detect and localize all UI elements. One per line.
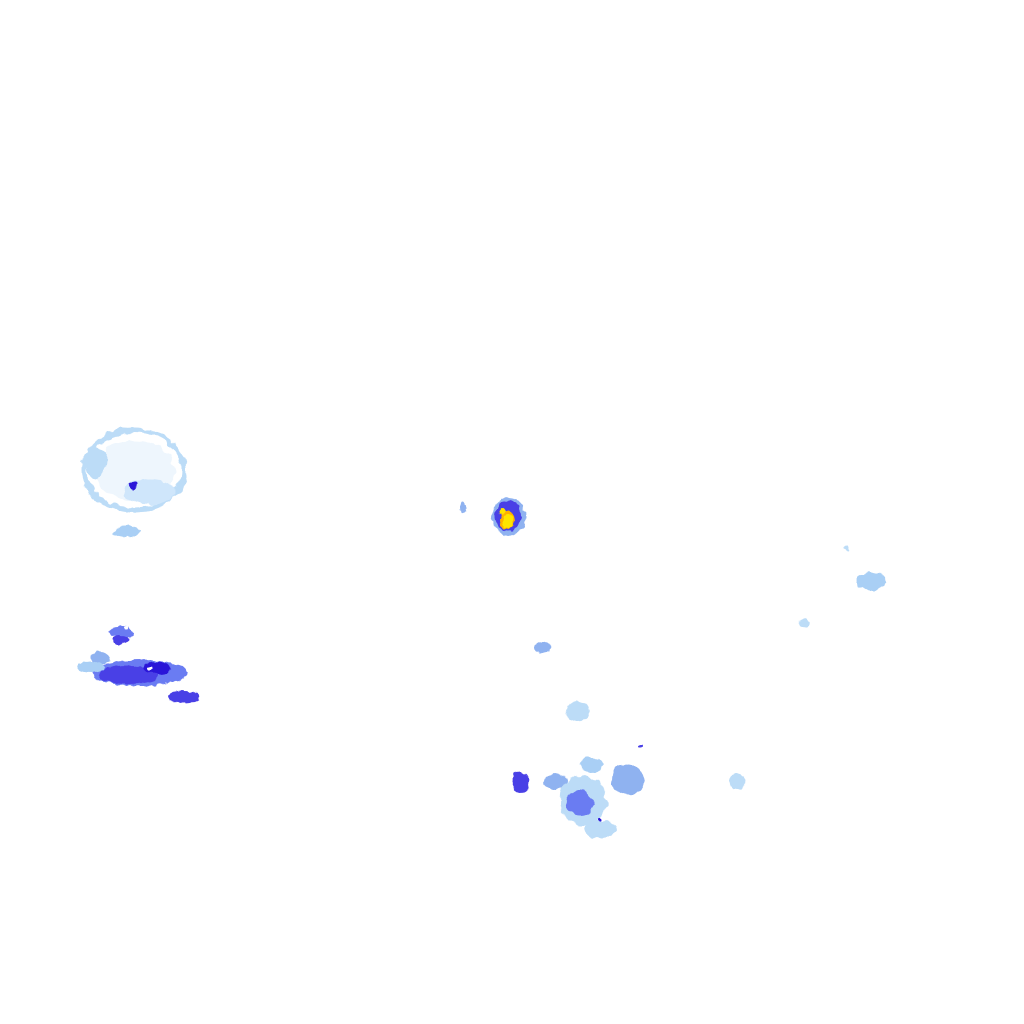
precip-cell-south-cluster (512, 744, 644, 840)
precip-cell-west-band (76, 626, 200, 703)
precip-cell-northwest (81, 427, 187, 538)
precip-cell-small-center (534, 642, 745, 789)
precip-cell-east (799, 545, 886, 628)
precip-cell-central-intense (460, 498, 526, 536)
